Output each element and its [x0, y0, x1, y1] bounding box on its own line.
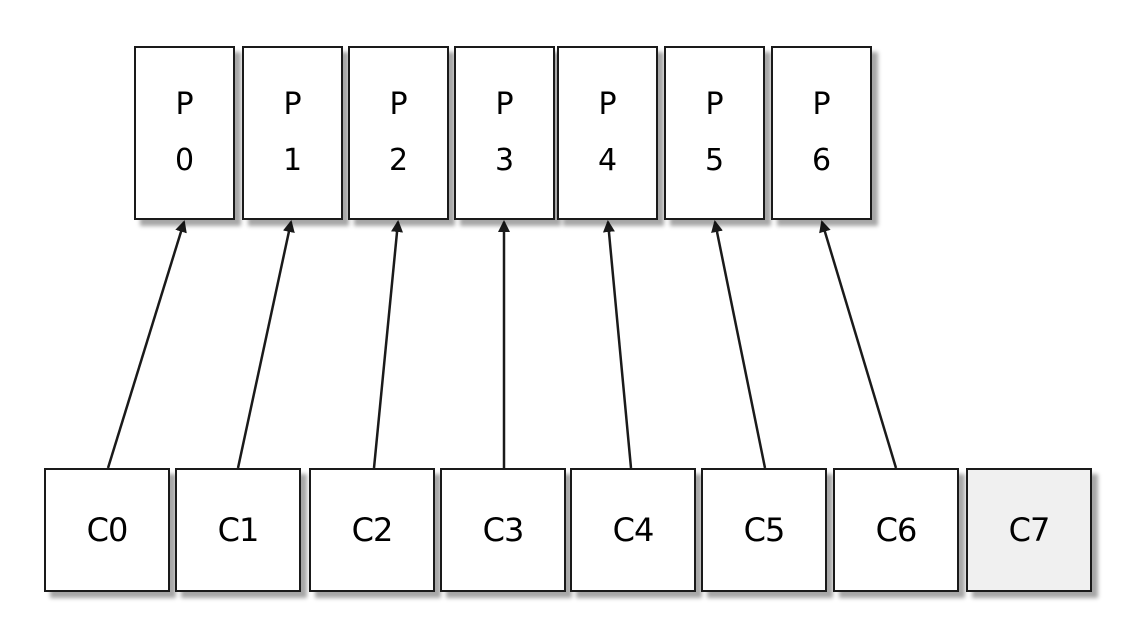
consumer-label: C6	[875, 511, 918, 549]
consumer-label: C4	[612, 511, 655, 549]
arrow-c5-to-p5	[711, 220, 767, 469]
consumer-box-c2: C2	[309, 468, 435, 592]
partition-box-p6: P 6	[771, 46, 872, 220]
partition-box-p5: P 5	[664, 46, 765, 220]
partition-box-p2: P 2	[348, 46, 449, 220]
consumer-label: C1	[217, 511, 260, 549]
consumer-box-c5: C5	[701, 468, 827, 592]
partition-box-p0: P 0	[134, 46, 235, 220]
consumer-box-c0: C0	[44, 468, 170, 592]
consumer-label: C5	[743, 511, 786, 549]
partition-letter: P	[705, 87, 724, 122]
partition-index: 2	[388, 143, 409, 178]
partition-index: 1	[282, 143, 303, 178]
consumer-box-c3: C3	[440, 468, 566, 592]
partition-box-p1: P 1	[242, 46, 343, 220]
partition-letter: P	[389, 87, 408, 122]
arrow-c1-to-p1	[236, 220, 295, 469]
consumer-box-c7-idle: C7	[966, 468, 1092, 592]
consumer-label: C7	[1008, 511, 1051, 549]
partition-index: 5	[704, 143, 725, 178]
partition-letter: P	[598, 87, 617, 122]
arrow-c2-to-p2	[372, 220, 404, 469]
arrow-c4-to-p4	[602, 220, 633, 469]
arrow-c0-to-p0	[106, 220, 187, 469]
partition-index: 6	[811, 143, 832, 178]
partition-letter: P	[283, 87, 302, 122]
partition-letter: P	[175, 87, 194, 122]
consumer-box-c1: C1	[175, 468, 301, 592]
consumer-box-c4: C4	[570, 468, 696, 592]
consumer-label: C3	[482, 511, 525, 549]
partition-box-p3: P 3	[454, 46, 555, 220]
partition-index: 4	[597, 143, 618, 178]
partition-letter: P	[812, 87, 831, 122]
partition-index: 0	[174, 143, 195, 178]
partition-letter: P	[495, 87, 514, 122]
partition-index: 3	[494, 143, 515, 178]
partition-box-p4: P 4	[557, 46, 658, 220]
arrow-c6-to-p6	[819, 220, 898, 469]
consumer-label: C0	[86, 511, 129, 549]
consumer-box-c6: C6	[833, 468, 959, 592]
consumer-label: C2	[351, 511, 394, 549]
